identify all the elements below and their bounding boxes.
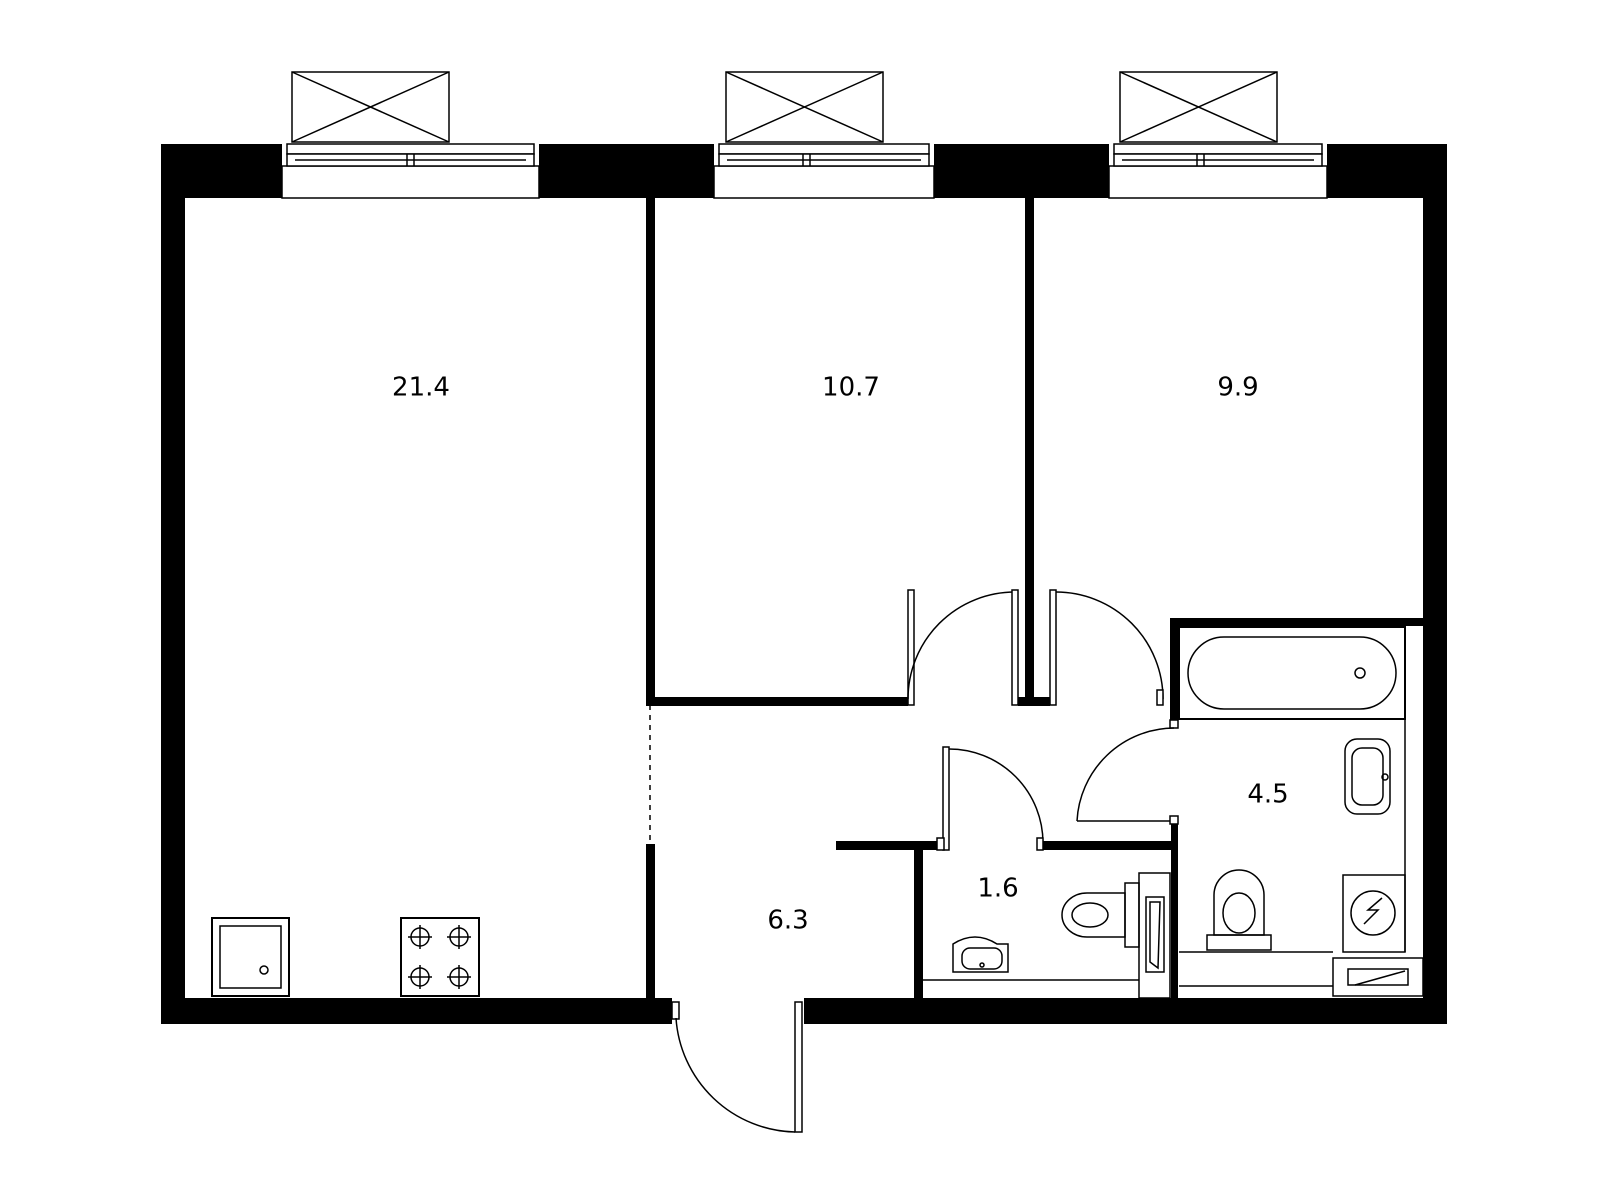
room-area-bedroom-1: 10.7 bbox=[822, 373, 880, 403]
toilet-sink-icon bbox=[952, 936, 1009, 973]
window-1 bbox=[281, 143, 540, 199]
room-labels: 21.4 10.7 9.9 4.5 1.6 6.3 bbox=[392, 373, 1289, 936]
door-entrance bbox=[671, 1001, 803, 1133]
outer-walls bbox=[161, 144, 1447, 1024]
sink-icon bbox=[211, 917, 290, 997]
door-bedroom-2 bbox=[1049, 589, 1164, 706]
water-heater-icon bbox=[1332, 957, 1424, 997]
duct-icon bbox=[1145, 896, 1165, 973]
balcony-1 bbox=[291, 71, 450, 143]
room-area-bedroom-2: 9.9 bbox=[1217, 373, 1258, 403]
windows bbox=[281, 143, 1328, 199]
toilet-icon bbox=[1061, 882, 1140, 948]
door-bedroom-1 bbox=[907, 589, 1019, 706]
door-toilet bbox=[936, 746, 1044, 851]
bathroom-fixtures bbox=[1178, 626, 1424, 997]
washing-machine-icon bbox=[1342, 874, 1406, 953]
room-area-bathroom: 4.5 bbox=[1247, 780, 1288, 810]
toilet-room-fixtures bbox=[923, 872, 1171, 999]
interior-walls bbox=[646, 198, 1423, 998]
stove-icon bbox=[400, 917, 480, 997]
kitchen-fixtures bbox=[211, 917, 480, 997]
window-2 bbox=[713, 143, 935, 199]
room-area-toilet: 1.6 bbox=[977, 874, 1018, 904]
balcony-2 bbox=[725, 71, 884, 143]
room-area-hallway: 6.3 bbox=[767, 906, 808, 936]
room-area-living-kitchen: 21.4 bbox=[392, 373, 450, 403]
window-3 bbox=[1108, 143, 1328, 199]
balcony-boxes bbox=[291, 71, 1278, 143]
doors bbox=[671, 589, 1179, 1133]
door-bathroom bbox=[1076, 719, 1179, 825]
bathtub-icon bbox=[1178, 626, 1406, 720]
balcony-3 bbox=[1119, 71, 1278, 143]
washbasin-icon bbox=[1344, 738, 1391, 815]
toilet-bowl-icon bbox=[1206, 869, 1272, 951]
